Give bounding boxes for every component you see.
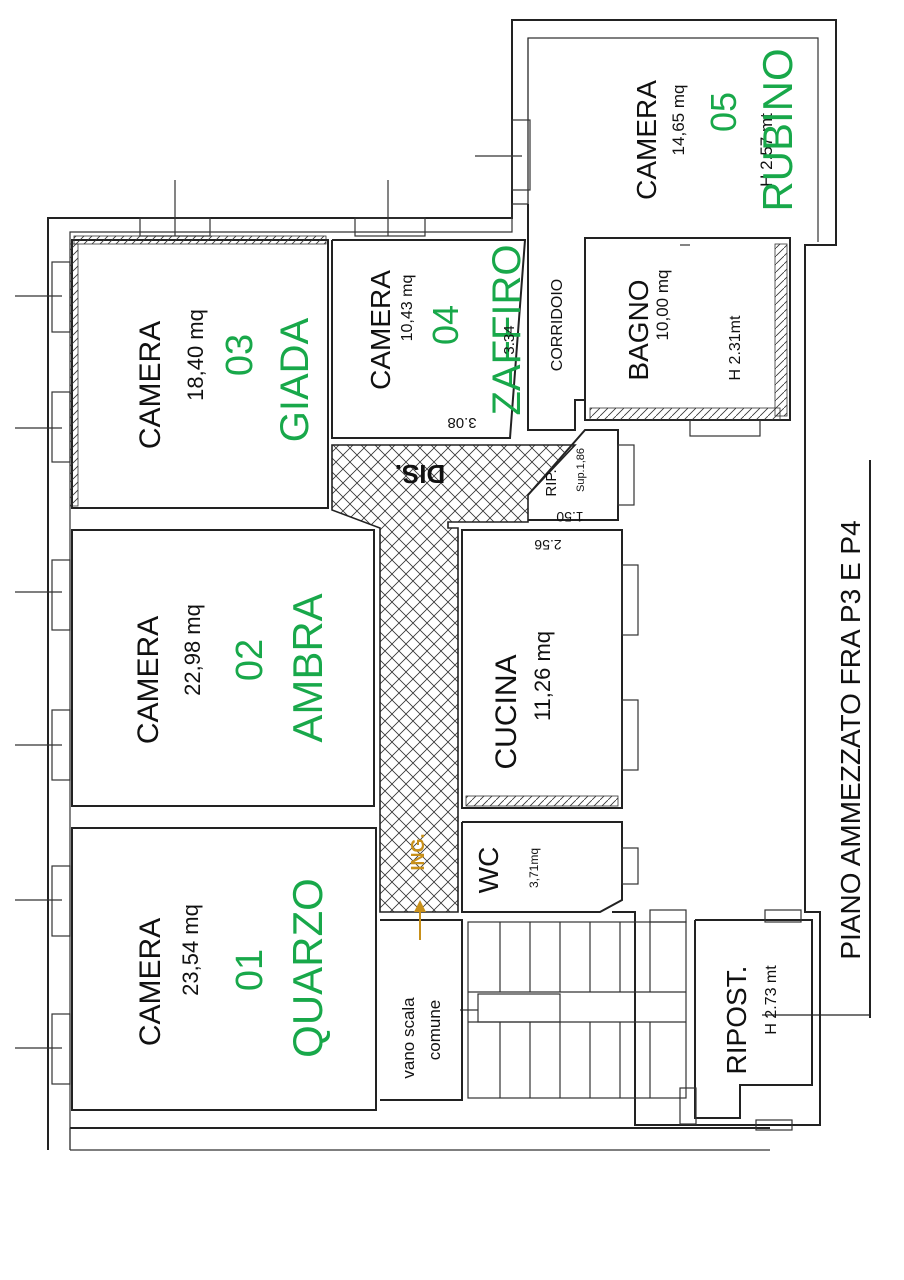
ripost-title: RIPOST. [721, 966, 752, 1075]
room-04-area: 10,43 mq [399, 275, 416, 342]
rip-area: Sup.1,86 [575, 448, 587, 492]
room-02-title: CAMERA [132, 616, 165, 744]
room-05-height: H 2.57 mt [757, 113, 776, 187]
room-05-number: 05 [703, 92, 744, 132]
room-03-number: 03 [219, 334, 261, 376]
circulation-hatch [331, 444, 577, 913]
stair-label-line1: vano scala [399, 997, 418, 1079]
bagno-title: BAGNO [623, 279, 654, 380]
room-05-area: 14,65 mq [669, 85, 688, 156]
room-04-title: CAMERA [365, 270, 396, 390]
bagno-height: H 2.31mt [727, 315, 744, 380]
room-02-area: 22,98 mq [180, 604, 205, 696]
rip-title: RIP. [543, 469, 560, 496]
entrance-arrow [414, 900, 426, 940]
cucina-title: CUCINA [490, 654, 523, 769]
room-04-number: 04 [425, 305, 466, 345]
dim-2-56: 2.56 [534, 537, 561, 553]
room-01-name: QUARZO [284, 878, 331, 1058]
dim-1-50: 1.50 [556, 509, 583, 525]
room-03-name: GIADA [273, 317, 317, 442]
plan-title: PIANO AMMEZZATO FRA P3 E P4 [835, 520, 866, 959]
room-02-number: 02 [229, 639, 271, 681]
room-03-label: CAMERA [134, 321, 167, 449]
wc-area: 3,71mq [527, 848, 541, 888]
wc-title: WC [473, 847, 504, 894]
bagno-area: 10,00 mq [653, 270, 672, 341]
ripost-height: H 2.73 mt [763, 965, 780, 1035]
room-01-area: 23,54 mq [178, 904, 203, 996]
dis-label: DIS. [395, 459, 446, 489]
stair-label-line2: comune [425, 1000, 444, 1060]
outer-walls [47, 19, 837, 1151]
room-03-area: 18,40 mq [183, 309, 208, 401]
room-01-number: 01 [229, 949, 271, 991]
ingresso-label: ING. [408, 833, 428, 870]
room-03-title: CAMERA [134, 321, 167, 449]
room-01-title: CAMERA [134, 918, 167, 1046]
room-05-title: CAMERA [631, 80, 662, 200]
room-04-name: ZAFFIRO [485, 244, 529, 415]
left-windows [15, 119, 690, 1085]
dim-3-08: 3.08 [447, 414, 476, 431]
dim-3-34: 3.34 [501, 325, 518, 354]
room-02-name: AMBRA [284, 593, 331, 742]
cucina-area: 11,26 mq [530, 631, 555, 721]
corridoio-label: CORRIDOIO [549, 279, 566, 371]
room-05-name: RUBINO [754, 48, 801, 211]
